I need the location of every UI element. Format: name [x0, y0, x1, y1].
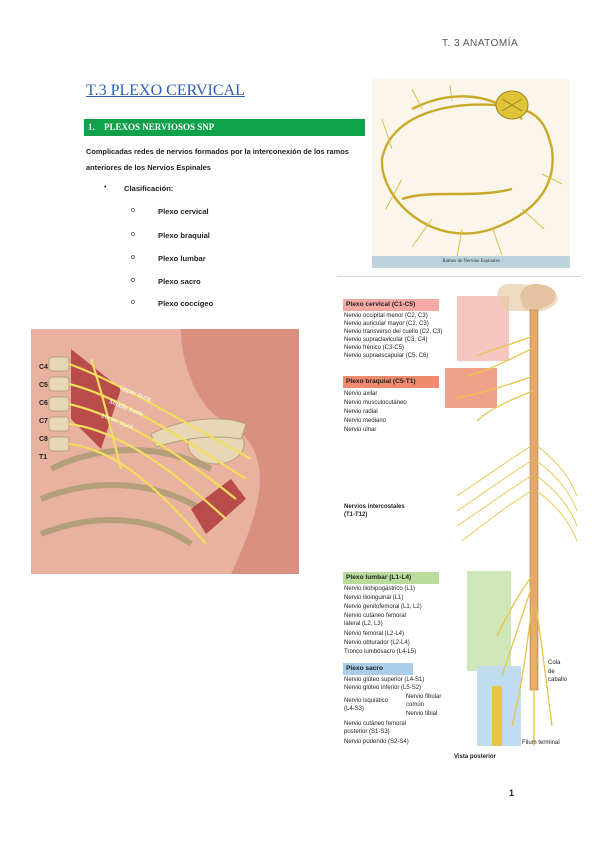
intro-paragraph: Complicadas redes de nervios formados po…	[86, 142, 366, 178]
nerve-label: Nervio glúteo inferior (L5-S2)	[344, 685, 422, 691]
plexus-braquial-label: Plexo braquial (C5-T1)	[343, 376, 439, 388]
nerve-label: Nervio cutáneo femoral	[344, 613, 407, 619]
nerve-label: Nervio tibial	[406, 711, 438, 717]
intro-line: anteriores de los Nervios Espinales	[86, 163, 211, 172]
cola-label: caballo	[548, 677, 568, 683]
section-title: PLEXOS NERVIOSOS SNP	[104, 122, 215, 132]
plexus-lumbar-label: Plexo lumbar (L1-L4)	[343, 572, 439, 584]
list-marker: o	[131, 254, 135, 261]
nerve-label: Nervio isquiático	[344, 698, 389, 704]
plexus-cervical-label: Plexo cervical (C1-C5)	[343, 299, 439, 311]
list-item: Plexo braquial	[158, 231, 210, 240]
cola-label: de	[548, 669, 555, 675]
nerve-label: Nervio femoral (L2-L4)	[344, 631, 405, 637]
spinal-nerve-branches-illustration	[372, 79, 570, 268]
nerve-label: posterior (S1-S3)	[344, 729, 390, 735]
section-heading: 1. PLEXOS NERVIOSOS SNP	[84, 119, 365, 136]
nerve-label: Nervio auricular mayor (C2, C3)	[344, 321, 429, 327]
list-item: Plexo sacro	[158, 277, 201, 286]
divider	[337, 276, 581, 277]
intercostal-range: (T1-T12)	[344, 512, 368, 518]
page-title: T.3 PLEXO CERVICAL	[86, 82, 245, 99]
list-marker: o	[131, 299, 135, 306]
nerve-label: Nervio iliohipogástrico (L1)	[344, 586, 416, 592]
nerve-label: Nervio radial	[344, 409, 378, 415]
figure-caption: Ramos de Nervios Espinales	[372, 256, 570, 268]
nerve-label: Nervio musculocutáneo	[344, 400, 407, 406]
spinal-cord-plexus-illustration	[445, 283, 578, 746]
nerve-label: Nervio ulnar	[344, 427, 377, 433]
nerve-label: Nervio fibular	[406, 694, 442, 700]
cola-label: Cola	[548, 660, 561, 666]
nerve-label: Nervio frénico (C3-C5)	[344, 345, 405, 351]
filum-label: Filum terminal	[522, 740, 560, 746]
view-label: Vista posterior	[454, 754, 496, 760]
vertebra-label: T1	[39, 454, 47, 461]
vertebra-label: C8	[39, 436, 48, 443]
nerve-label: Nervio mediano	[344, 418, 387, 424]
bullet-dot: •	[104, 184, 107, 191]
nerve-label: Nervio obturador (L2-L4)	[344, 640, 410, 646]
nerve-label: Nervio ilioinguinal (L1)	[344, 595, 404, 601]
nerve-label: Nervio axilar	[344, 391, 378, 397]
plexus-sacro-label: Plexo sacro	[343, 663, 413, 675]
vertebra-label: C7	[39, 418, 48, 425]
vertebra-label: C5	[39, 382, 48, 389]
nerve-label: Nervio occipital menor (C2, C3)	[344, 313, 428, 319]
nerve-label: Nervio supraescapular (C5, C6)	[344, 353, 429, 359]
running-header: T. 3 ANATOMÍA	[442, 38, 519, 49]
nerve-label: Nervio supraclavicular (C3, C4)	[344, 337, 428, 343]
list-marker: o	[131, 231, 135, 238]
vertebra-label: C4	[39, 364, 48, 371]
shoulder-plexus-illustration: C4 C5 C6 C7 C8 T1 Upper trunk Middle tru…	[31, 329, 299, 574]
list-marker: o	[131, 207, 135, 214]
nerve-label: lateral (L2, L3)	[344, 621, 383, 627]
page-number: 1	[509, 788, 515, 798]
nerve-label: Nervio glúteo superior (L4-S1)	[344, 677, 425, 683]
nerve-label: Tronco lumbosacro (L4-L5)	[344, 649, 417, 655]
nerve-label: común	[406, 702, 425, 708]
nerve-label: (L4-S3)	[344, 706, 365, 712]
section-number: 1.	[88, 122, 95, 132]
vertebra-label: C6	[39, 400, 48, 407]
classification-label: Clasificación:	[124, 184, 174, 193]
nerve-label: Nervio transverso del cuello (C2, C3)	[344, 329, 443, 335]
list-marker: o	[131, 277, 135, 284]
intro-line: Complicadas redes de nervios formados po…	[86, 147, 349, 156]
list-item: Plexo coccígeo	[158, 299, 214, 308]
intercostal-label: Nervios intercostales	[344, 504, 405, 510]
list-item: Plexo lumbar	[158, 254, 206, 263]
list-item: Plexo cervical	[158, 207, 209, 216]
nerve-label: Nervio genitofemoral (L1, L2)	[344, 604, 422, 610]
nerve-label: Nervio pudendo (S2-S4)	[344, 739, 409, 745]
nerve-label: Nervio cutáneo femoral	[344, 721, 407, 727]
